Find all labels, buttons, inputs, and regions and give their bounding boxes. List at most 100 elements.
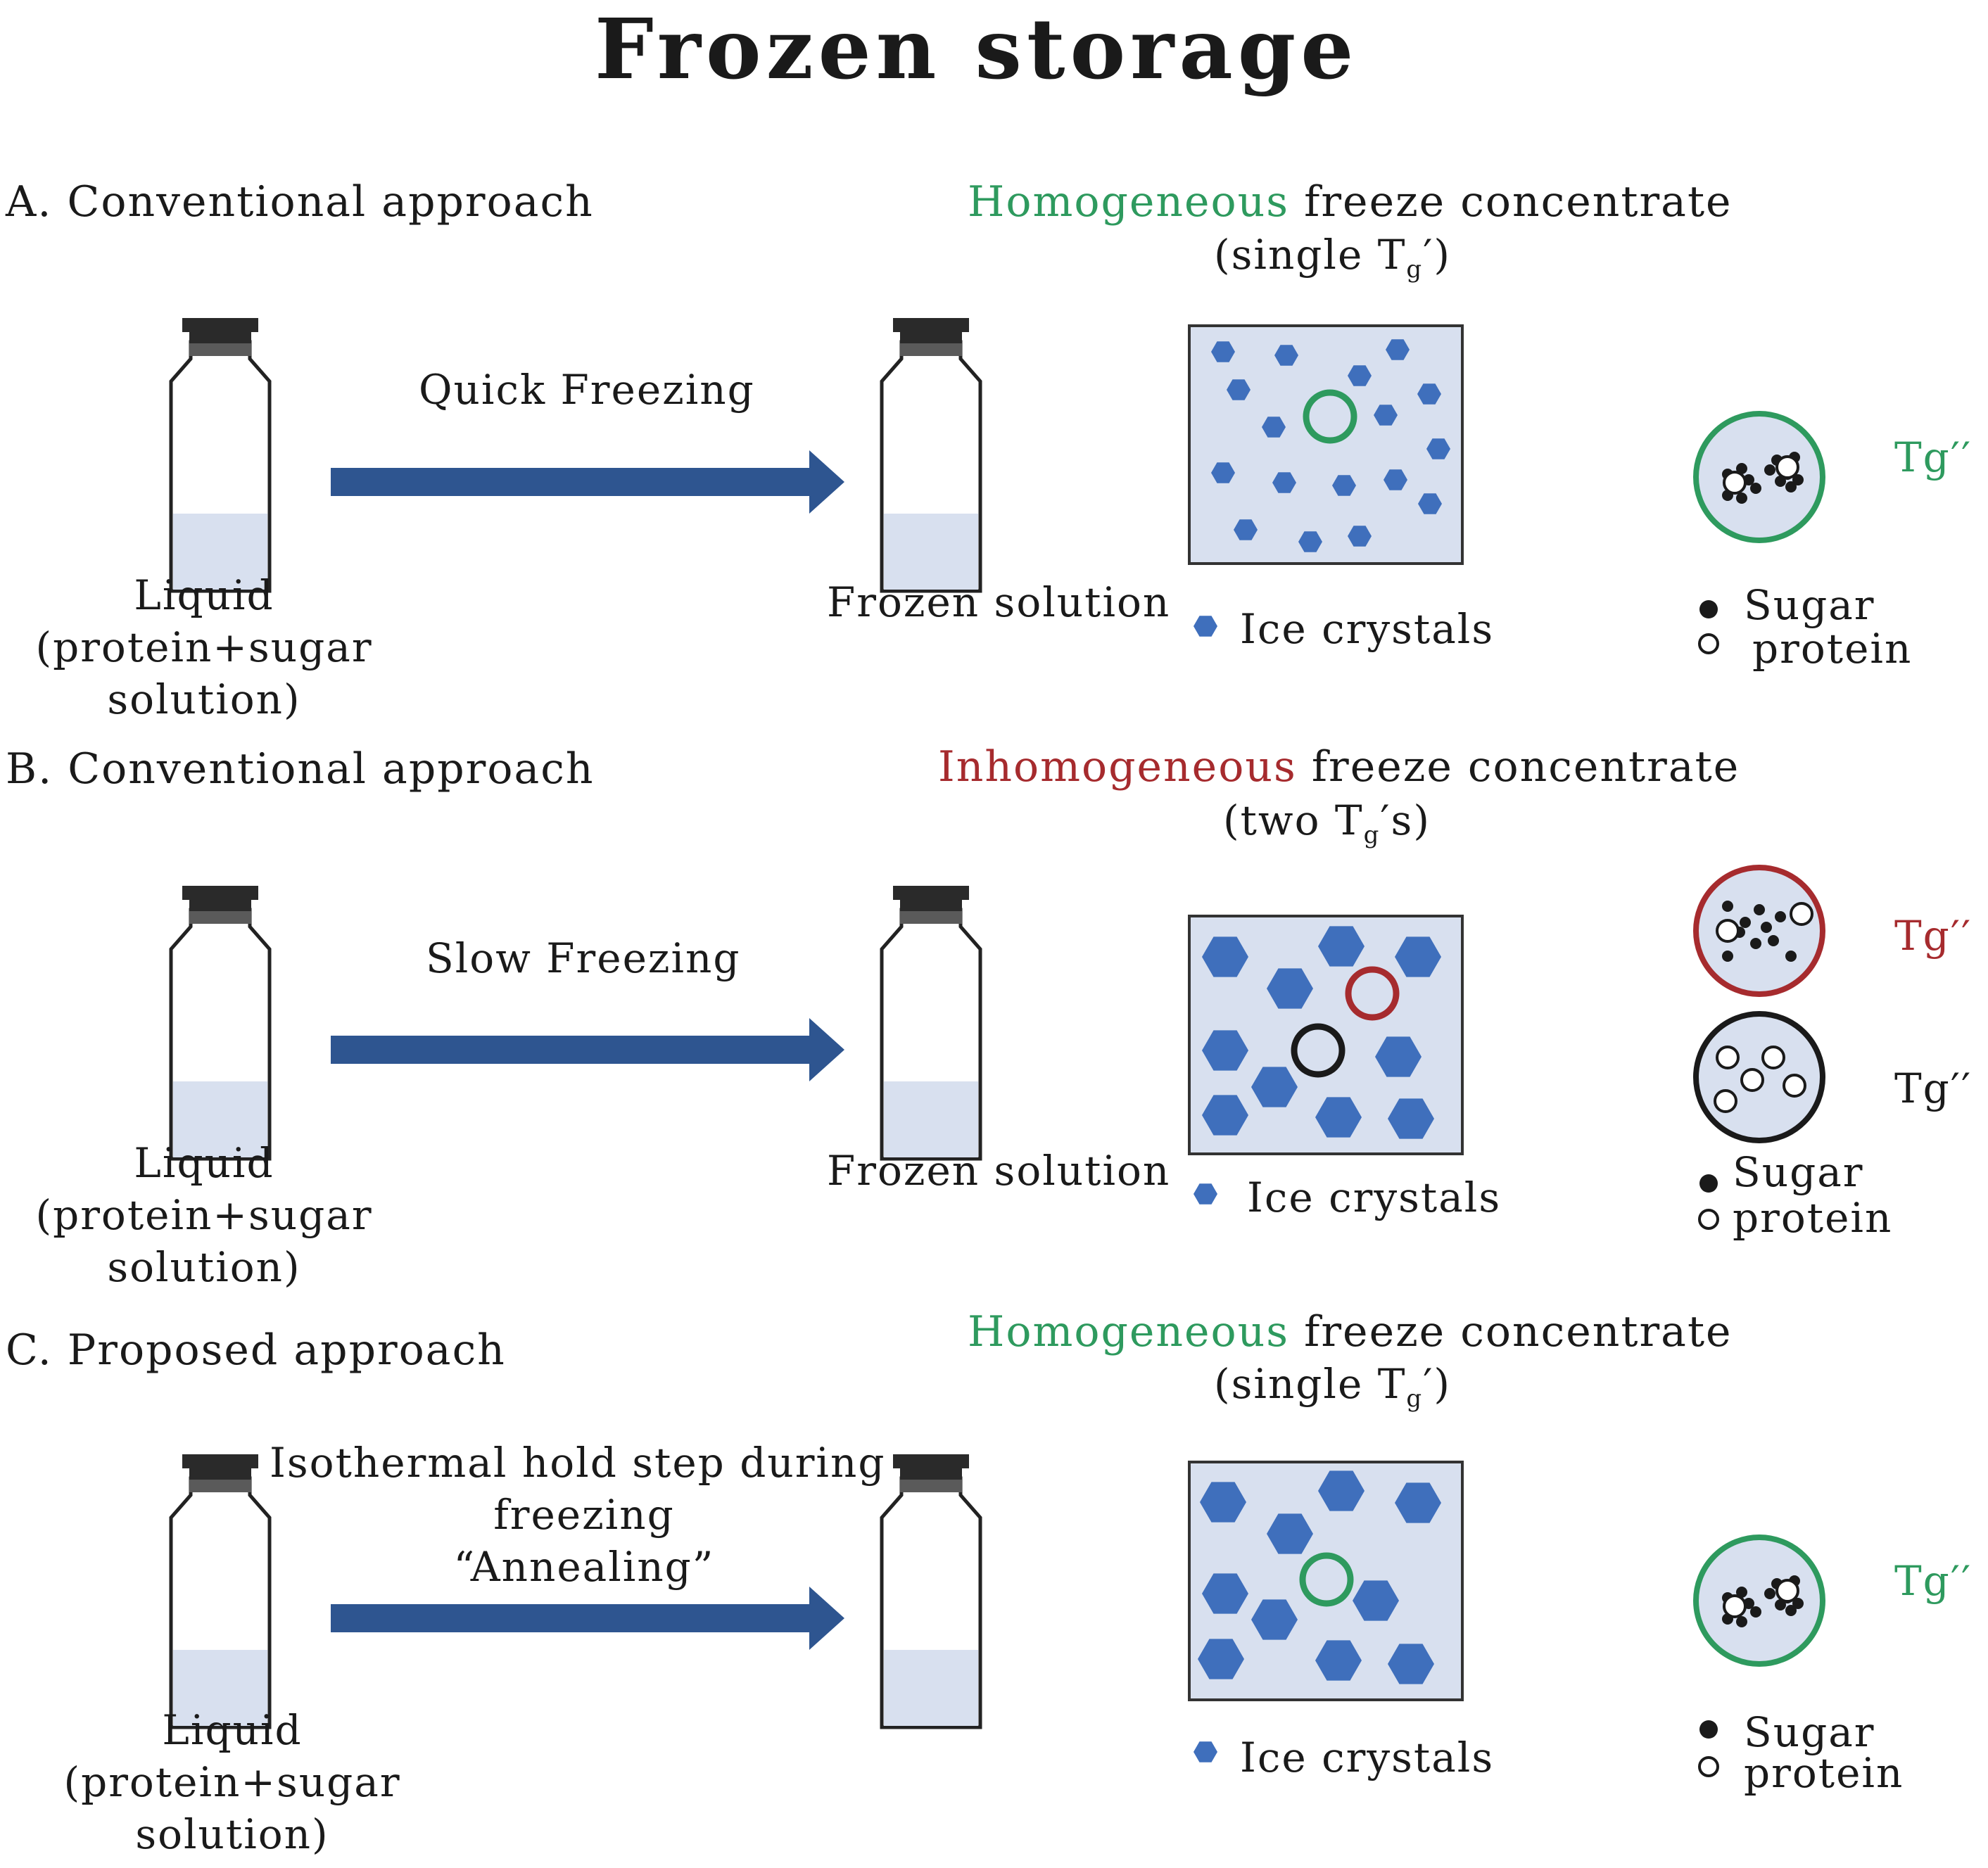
sugar-dot (1792, 474, 1804, 485)
panel-c-heading: C. Proposed approach (6, 1326, 506, 1375)
panel-b-legend-sugar: Sugar (1733, 1148, 1864, 1196)
sugar-dot (1736, 463, 1747, 474)
panel-a-start-label-1: Liquid (134, 571, 274, 619)
panel-a-tg-sub: g (1406, 255, 1424, 284)
sugar-dot (1792, 1598, 1804, 1609)
panel-a-legend-ice-hexagon (1194, 616, 1217, 637)
ice-crystal-hexagon (1348, 526, 1372, 547)
ice-crystal-hexagon (1202, 936, 1248, 977)
ice-crystal-hexagon (1348, 365, 1372, 386)
ice-crystal-hexagon (1417, 383, 1441, 405)
panel-c-process-line-2: freezing (493, 1491, 675, 1539)
panel-a-heading: A. Conventional approach (6, 177, 594, 227)
panel-c-state-rest: freeze concentrate (1289, 1307, 1733, 1356)
panel-a-state-rest: freeze concentrate (1289, 177, 1733, 227)
sugar-dot (1785, 1605, 1797, 1616)
sugar-dot (1775, 911, 1786, 922)
panel-c-start-label-1: Liquid (162, 1706, 303, 1754)
panel-c-start-label-2: (protein+sugar (63, 1758, 401, 1806)
panel-b-legend-sugar-dot (1699, 1174, 1718, 1193)
panel-c-state: Homogeneous freeze concentrate (968, 1307, 1733, 1356)
panel-a-tg-label: Tg′′ (1894, 433, 1973, 481)
protein-dot (1783, 1074, 1806, 1098)
panel-a-legend-sugar-dot (1699, 600, 1718, 618)
sugar-dot (1785, 481, 1797, 493)
panel-c-liquid-vial (171, 1454, 270, 1727)
ice-crystal-hexagon (1318, 926, 1365, 967)
panel-b-ice-legend: Ice crystals (1247, 1174, 1502, 1221)
panel-b-legend-ice-hexagon (1194, 1183, 1217, 1205)
panel-b-tg-label-2: Tg′′ (1894, 1065, 1973, 1112)
panel-a-inset-border (1693, 411, 1825, 543)
sugar-dot (1750, 483, 1761, 494)
panel-a-state: Homogeneous freeze concentrate (968, 177, 1733, 227)
sugar-dot (1750, 938, 1761, 949)
panel-a-ice-legend: Ice crystals (1240, 605, 1495, 653)
ice-crystal-hexagon (1315, 1097, 1362, 1138)
sugar-dot (1750, 1606, 1761, 1618)
panel-b-black-concentrate-ring (1291, 1023, 1346, 1078)
panel-c-process-arrow (331, 1587, 844, 1650)
panel-a-legend-protein-dot (1698, 633, 1719, 654)
ice-crystal-hexagon (1234, 519, 1258, 540)
ice-crystal-hexagon (1388, 1644, 1434, 1684)
ice-crystal-hexagon (1395, 1482, 1441, 1523)
panel-c-state-word: Homogeneous (968, 1307, 1290, 1356)
panel-a-legend-sugar: Sugar (1744, 581, 1875, 629)
panel-a-end-label: Frozen solution (827, 578, 1171, 626)
panel-b-process-label: Slow Freezing (426, 934, 741, 982)
protein-dot (1714, 1089, 1737, 1113)
ice-crystal-hexagon (1388, 1098, 1434, 1139)
protein-dot (1740, 1068, 1764, 1092)
panel-c-ice-legend: Ice crystals (1240, 1734, 1495, 1781)
panel-c-legend-sugar: Sugar (1744, 1708, 1875, 1756)
ice-crystal-hexagon (1375, 1036, 1422, 1077)
panel-c-tg-open: (single T (1214, 1360, 1407, 1408)
ice-crystal-hexagon (1315, 1640, 1362, 1681)
ice-crystal-hexagon (1198, 1639, 1244, 1679)
panel-a-process-label: Quick Freezing (419, 366, 755, 414)
sugar-dot (1736, 493, 1747, 504)
ice-crystal-hexagon (1395, 936, 1441, 977)
protein-dot (1716, 1046, 1740, 1069)
panel-b-process-arrow (331, 1018, 844, 1081)
ice-crystal-hexagon (1426, 438, 1450, 459)
ice-crystal-hexagon (1386, 339, 1410, 360)
panel-c-process-line-3: “Annealing” (453, 1543, 715, 1591)
ice-crystal-hexagon (1202, 1030, 1248, 1071)
protein-dot (1723, 471, 1747, 495)
panel-b-state-rest: freeze concentrate (1296, 742, 1740, 792)
ice-crystal-hexagon (1262, 417, 1286, 438)
panel-b-frozen-vial (882, 886, 980, 1159)
protein-dot (1775, 1579, 1799, 1603)
ice-crystal-hexagon (1202, 1573, 1248, 1614)
panel-b-liquid-vial (171, 886, 270, 1159)
panel-c-concentrate-ring (1299, 1552, 1354, 1607)
panel-c-tg-sub: g (1406, 1385, 1424, 1413)
panel-b-red-inset-border (1693, 865, 1825, 997)
panel-b-start-label-3: solution) (107, 1243, 301, 1291)
panel-b-tg-close: ′s) (1380, 796, 1431, 844)
panel-c-frozen-vial (882, 1454, 980, 1727)
panel-a-legend-protein: protein (1752, 625, 1913, 673)
panel-b-tg-sub: g (1363, 821, 1381, 849)
sugar-dot (1740, 917, 1751, 928)
panel-c-process-line-1: Isothermal hold step during (270, 1439, 886, 1487)
protein-dot (1775, 455, 1799, 479)
ice-crystal-hexagon (1298, 531, 1322, 552)
protein-dot (1761, 1046, 1785, 1069)
panel-a-tg-open: (single T (1214, 231, 1407, 279)
panel-a-start-label-2: (protein+sugar (35, 623, 373, 671)
panel-b-legend-protein: protein (1733, 1194, 1893, 1242)
sugar-dot (1722, 901, 1733, 912)
ice-crystal-hexagon (1200, 1482, 1246, 1523)
panel-b-heading: B. Conventional approach (6, 744, 595, 794)
ice-crystal-hexagon (1211, 341, 1235, 362)
panel-a-start-label-3: solution) (107, 675, 301, 723)
ice-crystal-hexagon (1418, 493, 1442, 514)
sugar-dot (1785, 951, 1797, 962)
panel-b-red-concentrate-ring (1345, 966, 1400, 1021)
panel-b-tg-note: (two Tg′s) (1223, 796, 1431, 849)
panel-b-start-label-1: Liquid (134, 1139, 274, 1187)
panel-a-process-arrow (331, 450, 844, 514)
